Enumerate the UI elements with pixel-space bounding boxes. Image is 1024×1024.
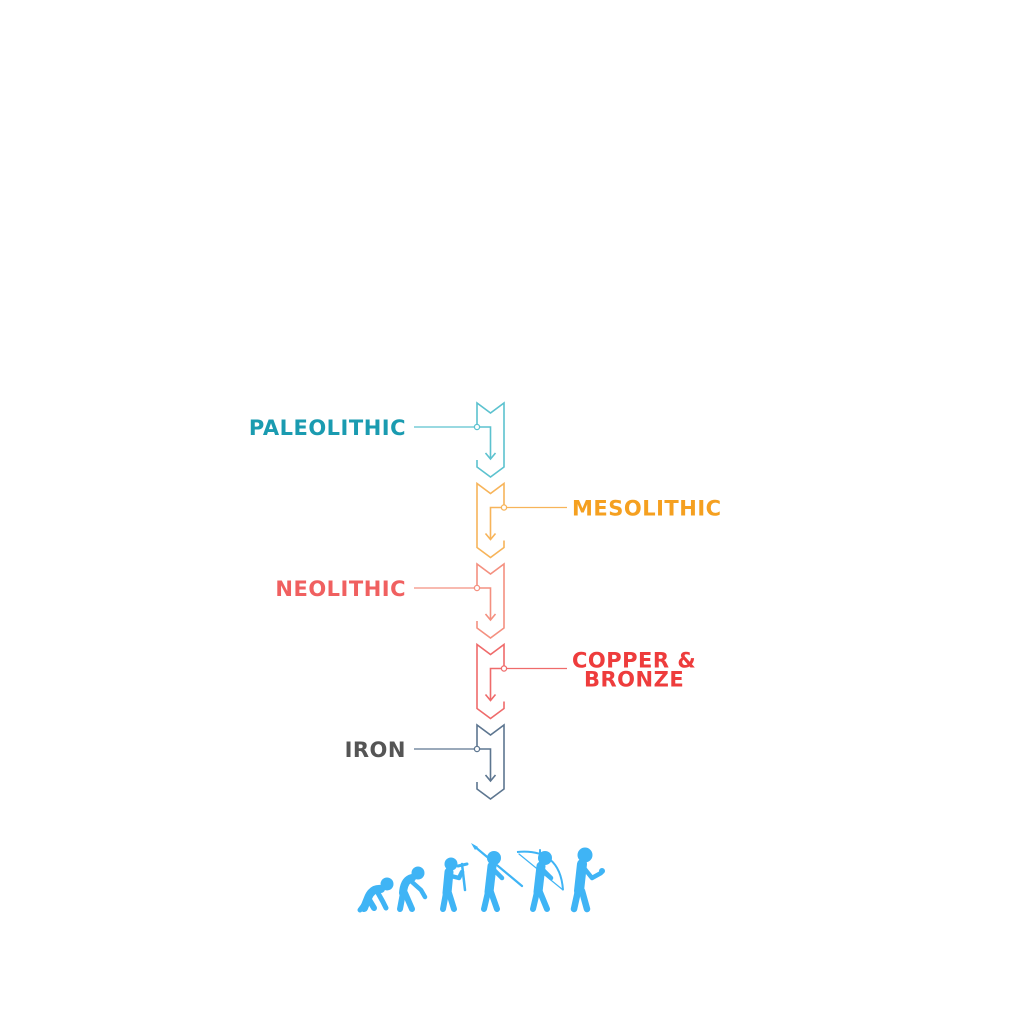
chevron-shape xyxy=(476,562,505,639)
stage-label: NEOLITHIC xyxy=(275,577,406,601)
figure-crawling-icon xyxy=(357,877,394,913)
figure-spear-icon xyxy=(471,843,524,912)
stage-label-line: NEOLITHIC xyxy=(275,577,406,601)
connector-dot xyxy=(500,504,508,511)
chevron-shape xyxy=(476,723,505,800)
stage-label: IRON xyxy=(345,738,406,762)
stage-label: PALEOLITHIC xyxy=(249,416,406,440)
stage-label-line: IRON xyxy=(345,738,406,762)
stage-neolithic: NEOLITHIC xyxy=(275,562,505,639)
stage-label: MESOLITHIC xyxy=(572,497,722,521)
human-evolution-icon xyxy=(357,843,605,913)
figure-bow-icon xyxy=(516,849,564,912)
stage-label-line: COPPER & xyxy=(572,649,696,673)
chevron-shape xyxy=(476,481,505,559)
arrow-down-icon xyxy=(477,587,492,620)
arrow-head xyxy=(484,774,497,783)
stage-label: COPPER &BRONZE xyxy=(572,649,696,692)
arrow-head xyxy=(484,613,497,622)
arrow-down-icon xyxy=(477,426,492,459)
chevron-shape xyxy=(476,401,505,478)
stage-label-line: BRONZE xyxy=(584,668,684,692)
arrow-head xyxy=(484,693,497,702)
stage-mesolithic: MESOLITHIC xyxy=(476,481,722,559)
connector-dot xyxy=(500,665,508,672)
stage-paleolithic: PALEOLITHIC xyxy=(249,401,505,478)
arrow-head xyxy=(484,452,497,461)
stage-iron: IRON xyxy=(345,723,505,800)
figure-modern-icon xyxy=(570,847,605,913)
stage-copper-bronze: COPPER &BRONZE xyxy=(476,642,696,720)
figure-tool-icon xyxy=(440,857,469,912)
connector-dot xyxy=(473,584,481,592)
connector-dot xyxy=(473,423,481,431)
connector-dot xyxy=(473,745,481,753)
arrow-down-icon xyxy=(489,506,504,540)
figure-hunched-icon xyxy=(397,866,428,912)
stage-label-line: PALEOLITHIC xyxy=(249,416,406,440)
arrow-down-icon xyxy=(489,667,504,701)
chevron-shape xyxy=(476,642,505,720)
arrow-head xyxy=(484,532,497,541)
arrow-down-icon xyxy=(477,748,492,781)
stage-label-line: MESOLITHIC xyxy=(572,497,722,521)
